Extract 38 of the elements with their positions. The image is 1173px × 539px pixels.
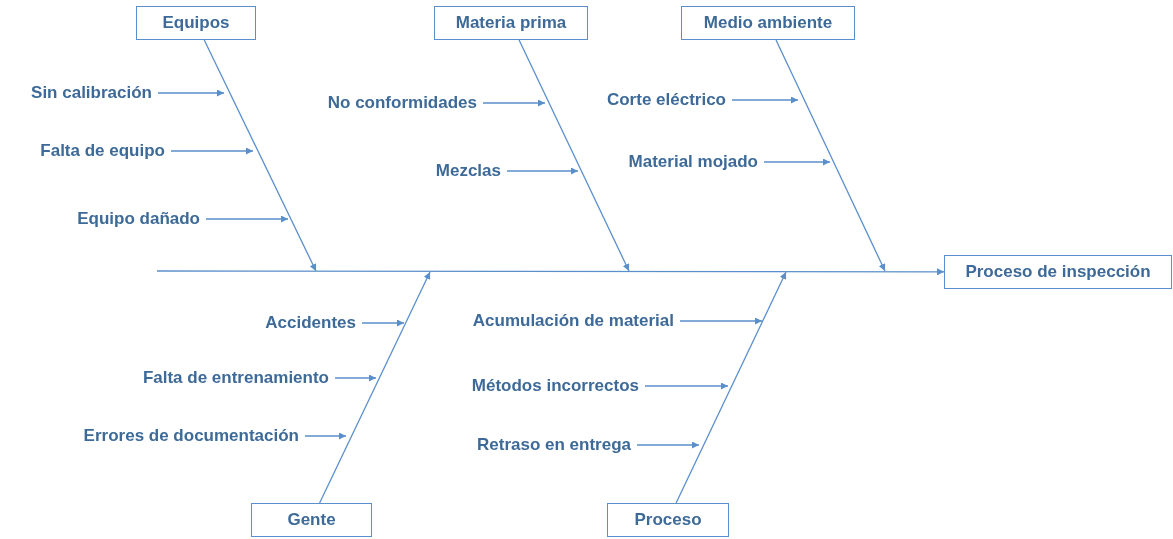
category-box: Proceso de inspección <box>944 255 1172 289</box>
cause-label: Falta de equipo <box>40 140 165 162</box>
cause-label: Retraso en entrega <box>477 434 631 456</box>
arrow <box>518 39 630 272</box>
cause-label: Acumulación de material <box>472 310 674 332</box>
category-box: Equipos <box>136 6 256 40</box>
arrow <box>675 271 787 504</box>
cause-label: Sin calibración <box>31 82 152 104</box>
arrow <box>679 317 763 325</box>
cause-label: Material mojado <box>628 151 758 173</box>
arrow <box>644 382 729 390</box>
cause-label: Equipo dañado <box>77 208 200 230</box>
category-box: Gente <box>251 503 372 537</box>
arrow <box>304 432 347 440</box>
arrow <box>157 89 225 97</box>
arrow <box>506 167 579 175</box>
cause-label: Métodos incorrectos <box>471 375 639 397</box>
arrow <box>763 158 831 166</box>
cause-label: Mezclas <box>435 160 501 182</box>
cause-label: Corte eléctrico <box>606 89 726 111</box>
category-box: Materia prima <box>434 6 588 40</box>
arrow <box>731 96 799 104</box>
arrow <box>361 319 405 327</box>
arrow <box>170 147 254 155</box>
arrow <box>334 374 377 382</box>
cause-label: Falta de entrenamiento <box>142 367 329 389</box>
arrow <box>203 39 317 272</box>
arrow <box>775 39 886 272</box>
arrow <box>636 441 700 449</box>
arrow <box>482 99 546 107</box>
category-box: Proceso <box>607 503 729 537</box>
arrow <box>156 268 945 276</box>
arrow <box>205 215 289 223</box>
category-box: Medio ambiente <box>681 6 855 40</box>
arrow <box>318 271 431 504</box>
cause-label: Errores de documentación <box>83 425 299 447</box>
cause-label: Accidentes <box>265 312 356 334</box>
cause-label: No conformidades <box>327 92 477 114</box>
